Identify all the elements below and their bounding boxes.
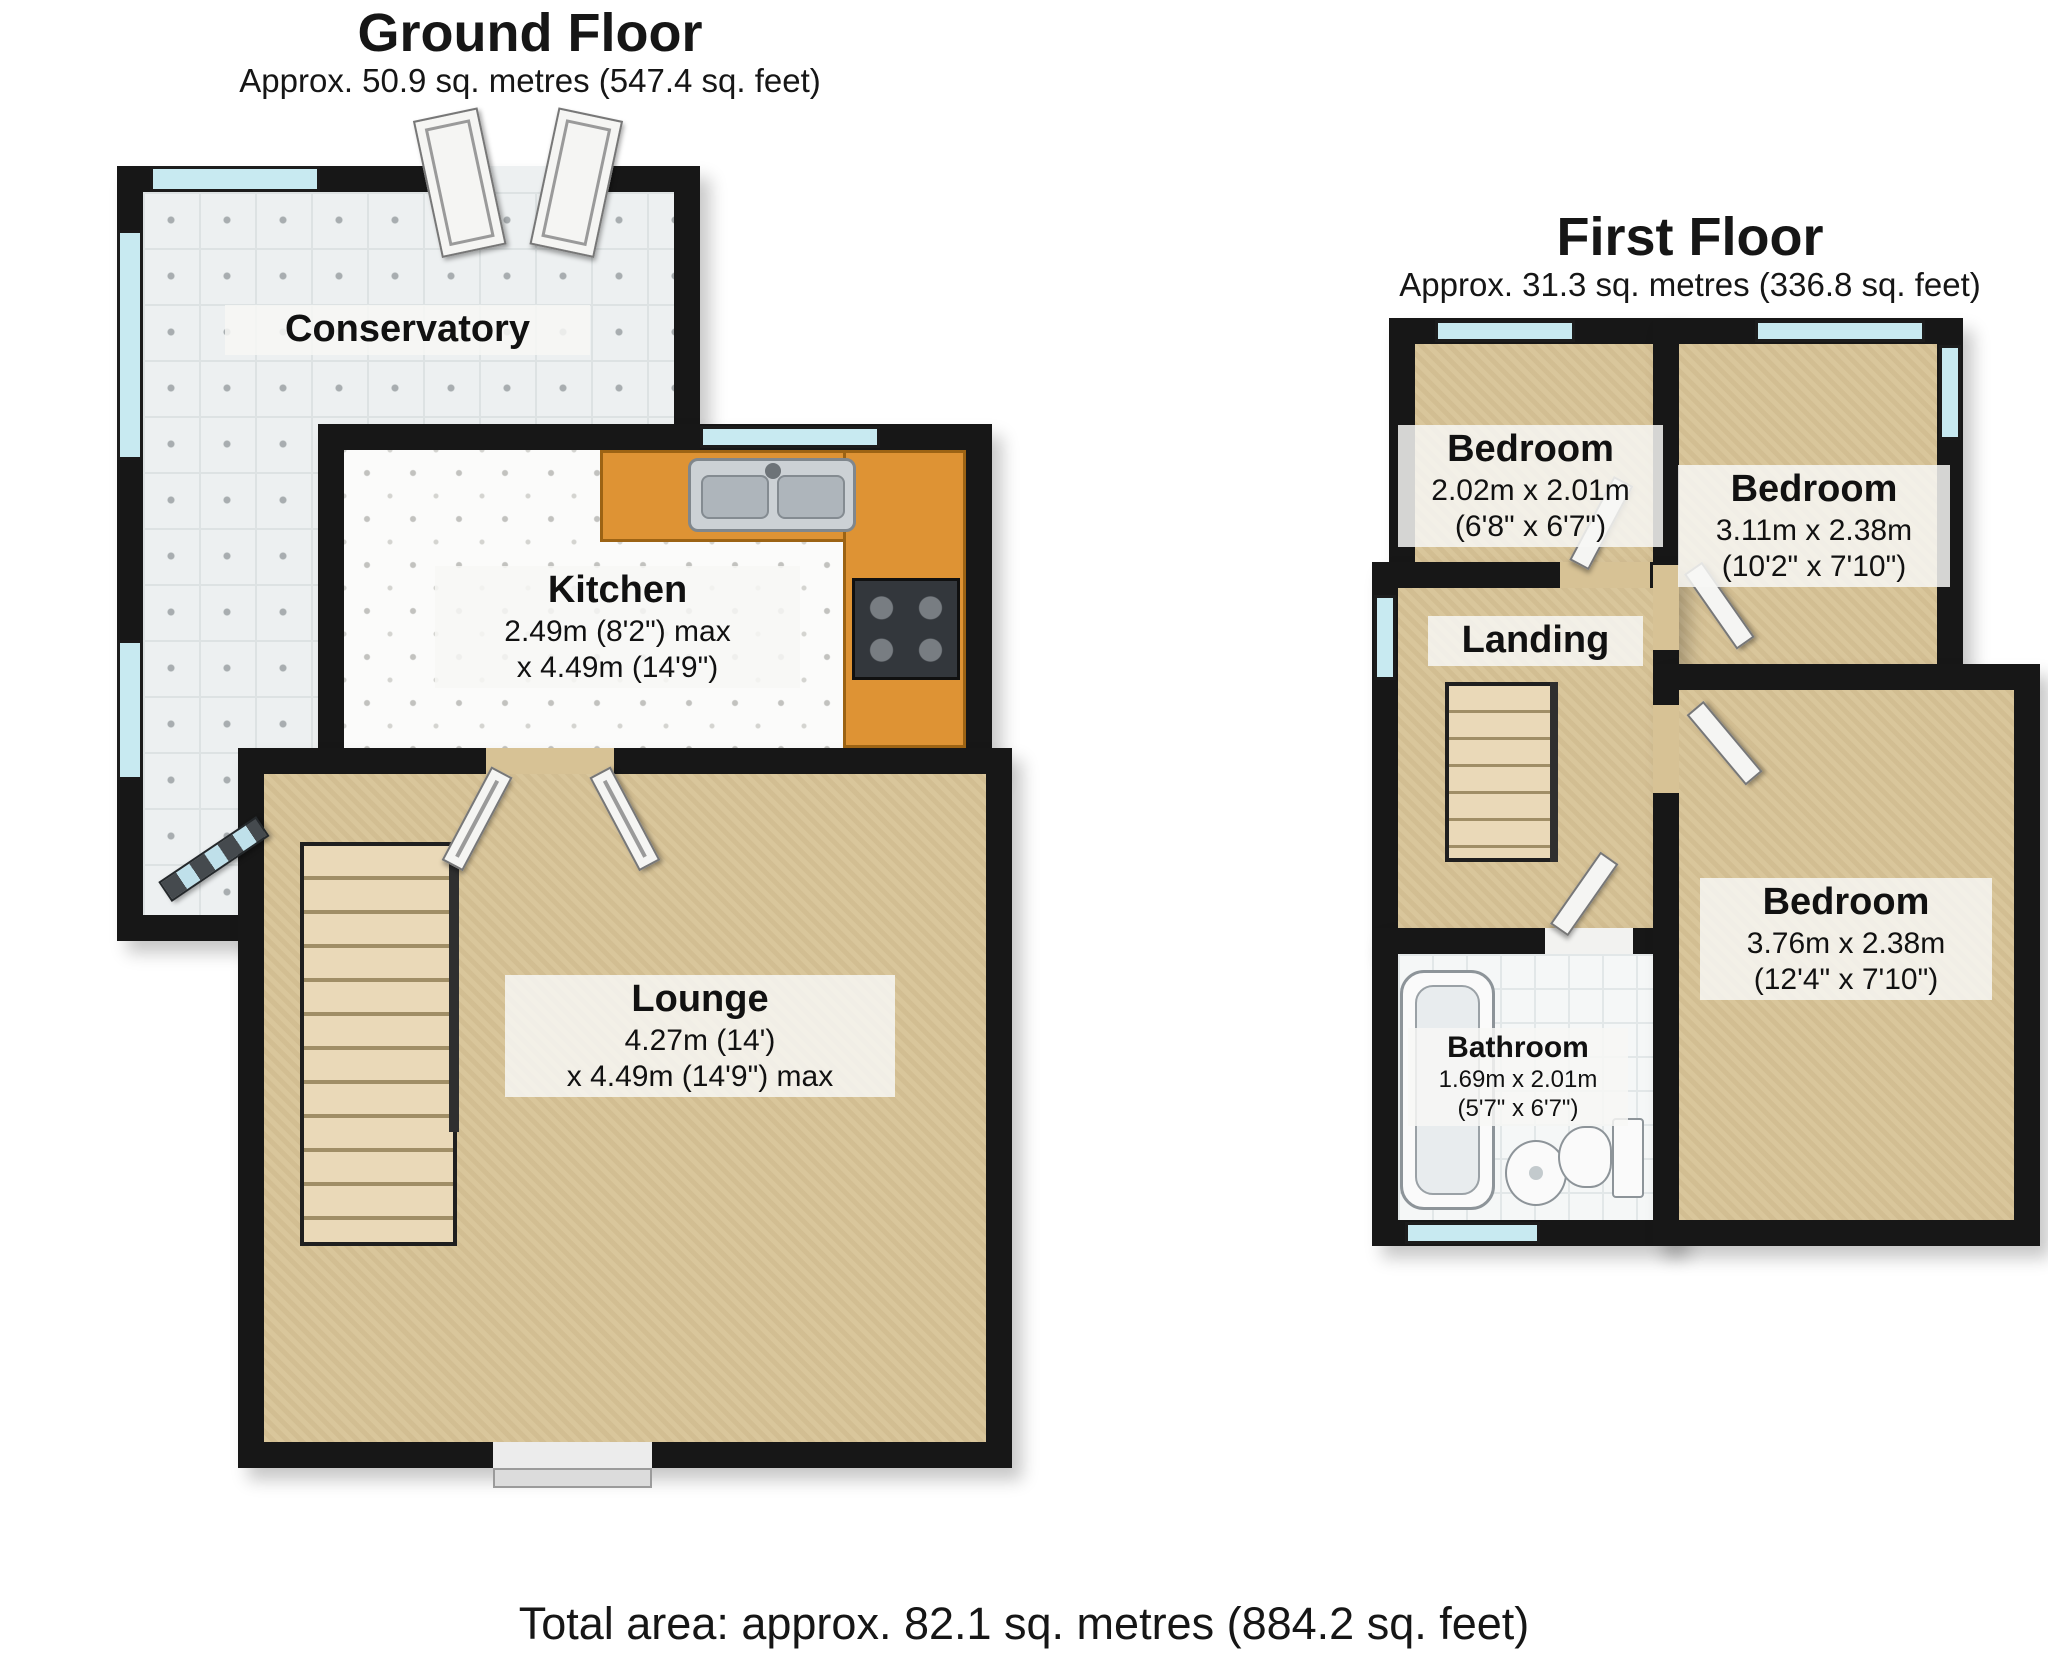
ground-stairs — [300, 842, 457, 1246]
basin — [1505, 1140, 1567, 1206]
kitchen-dims-line2: x 4.49m (14'9") — [516, 650, 719, 684]
conservatory-name: Conservatory — [285, 308, 530, 350]
landing-stairs — [1445, 682, 1555, 862]
bathroom-dims-line1: 1.69m x 2.01m — [1438, 1066, 1598, 1093]
bathroom-doorway — [1545, 928, 1633, 954]
bedroom-rear-window — [1755, 320, 1925, 342]
lounge-hall-opening — [486, 748, 614, 774]
kitchen-label: Kitchen 2.49m (8'2") max x 4.49m (14'9") — [435, 566, 800, 688]
ground-stairs-banister — [449, 842, 459, 1132]
ground-floor-title: Ground Floor — [357, 3, 703, 63]
bedroom-front-dims-line2: (12'4" x 7'10") — [1753, 962, 1939, 996]
first-floor-title: First Floor — [1556, 207, 1824, 267]
lounge-label: Lounge 4.27m (14') x 4.49m (14'9") max — [505, 975, 895, 1097]
bedroom-front-label: Bedroom 3.76m x 2.38m (12'4" x 7'10") — [1700, 878, 1992, 1000]
landing-label: Landing — [1428, 616, 1643, 666]
front-door-step — [493, 1468, 652, 1488]
bedroom-rear-dims-line1: 3.11m x 2.38m — [1715, 513, 1913, 547]
stove-hob — [852, 578, 960, 680]
ground-floor-subtitle: Approx. 50.9 sq. metres (547.4 sq. feet) — [239, 62, 821, 99]
bedroom-small-label: Bedroom 2.02m x 2.01m (6'8" x 6'7") — [1398, 425, 1663, 547]
landing-stairs-banister — [1550, 682, 1558, 862]
landing-window — [1374, 595, 1396, 680]
toilet-bowl — [1558, 1126, 1612, 1188]
kitchen-dims-line1: 2.49m (8'2") max — [504, 614, 731, 648]
bedroom-rear-doorway — [1653, 565, 1679, 650]
bathroom-window — [1405, 1222, 1540, 1244]
lounge-front-opening — [493, 1442, 652, 1468]
bedroom-rear-side-window — [1939, 345, 1961, 440]
kitchen-window — [700, 426, 880, 448]
landing-name: Landing — [1461, 619, 1610, 661]
conservatory-top-window — [150, 166, 320, 192]
sink-bowl-left — [701, 475, 769, 519]
toilet-tank — [1612, 1118, 1644, 1198]
bedroom-small-dims-line2: (6'8" x 6'7") — [1454, 509, 1607, 543]
kitchen-name: Kitchen — [547, 569, 688, 611]
bedroom-small-name: Bedroom — [1447, 428, 1614, 470]
bedroom-rear-name: Bedroom — [1730, 468, 1898, 510]
sink-faucet — [765, 463, 781, 479]
conservatory-label: Conservatory — [225, 305, 590, 355]
conservatory-left-lower-window — [117, 640, 143, 780]
bedroom-rear-label: Bedroom 3.11m x 2.38m (10'2" x 7'10") — [1678, 465, 1950, 587]
conservatory-left-window — [117, 230, 143, 460]
kitchen-sink — [688, 458, 856, 532]
bathroom-name: Bathroom — [1447, 1031, 1589, 1064]
basin-drain — [1529, 1166, 1543, 1180]
bedroom-small-dims-line1: 2.02m x 2.01m — [1431, 473, 1630, 507]
bathroom-label: Bathroom 1.69m x 2.01m (5'7" x 6'7") — [1408, 1028, 1628, 1126]
bathroom-dims-line2: (5'7" x 6'7") — [1457, 1094, 1579, 1122]
bedroom-rear-dims-line2: (10'2" x 7'10") — [1721, 549, 1907, 583]
bedroom-small-doorway — [1560, 562, 1650, 588]
bedroom-front-dims-line1: 3.76m x 2.38m — [1746, 926, 1946, 960]
lounge-name: Lounge — [631, 978, 769, 1020]
bedroom-front-doorway — [1653, 705, 1679, 793]
first-floor-subtitle: Approx. 31.3 sq. metres (336.8 sq. feet) — [1399, 266, 1981, 303]
lounge-dims-line2: x 4.49m (14'9") max — [566, 1059, 834, 1093]
lounge-dims-line1: 4.27m (14') — [624, 1023, 776, 1057]
total-area-text: Total area: approx. 82.1 sq. metres (884… — [518, 1598, 1530, 1649]
bedroom-small-window — [1435, 320, 1575, 342]
bedroom-front-name: Bedroom — [1762, 881, 1930, 923]
sink-bowl-right — [777, 475, 845, 519]
